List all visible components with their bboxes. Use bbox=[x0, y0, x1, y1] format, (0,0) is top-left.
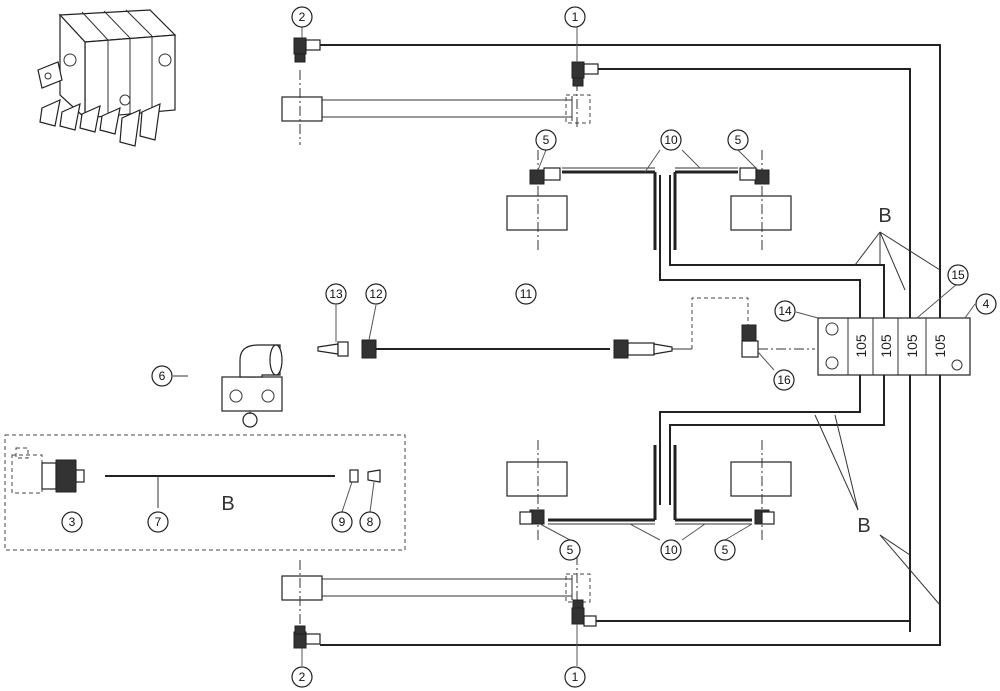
callout-14: 14 bbox=[774, 300, 796, 322]
callout-1-top: 1 bbox=[564, 6, 586, 28]
svg-text:10: 10 bbox=[664, 543, 678, 557]
lower-left-cylinder-block bbox=[506, 440, 657, 540]
callout-12: 12 bbox=[365, 283, 387, 305]
svg-text:13: 13 bbox=[329, 287, 343, 301]
fitting-2-bottom bbox=[293, 625, 321, 649]
callout-10-lower: 10 bbox=[660, 539, 682, 561]
callout-1-bottom: 1 bbox=[564, 666, 586, 688]
callout-11: 11 bbox=[515, 283, 537, 305]
hose-label-b-bottom: B bbox=[857, 515, 870, 537]
svg-text:7: 7 bbox=[155, 515, 162, 529]
callout-leaders bbox=[301, 26, 976, 666]
callout-6: 6 bbox=[151, 365, 173, 387]
svg-text:5: 5 bbox=[722, 543, 729, 557]
callout-5-lower-left: 5 bbox=[559, 539, 581, 561]
svg-text:2: 2 bbox=[299, 670, 306, 684]
callout-7: 7 bbox=[147, 511, 169, 533]
svg-text:1: 1 bbox=[572, 670, 579, 684]
b-label-leaders: B B bbox=[814, 205, 941, 606]
upper-left-cylinder-block bbox=[506, 150, 657, 250]
upper-right-cylinder-block bbox=[673, 150, 792, 250]
fitting-2-top bbox=[293, 37, 321, 63]
callout-15: 15 bbox=[947, 264, 969, 286]
valve-section-label-3: 105 bbox=[904, 334, 920, 358]
valve-section-label-2: 105 bbox=[878, 334, 894, 358]
center-hose-assembly bbox=[317, 297, 815, 359]
callout-2-bottom: 2 bbox=[291, 666, 313, 688]
hose-routing bbox=[320, 44, 941, 646]
svg-text:8: 8 bbox=[367, 515, 374, 529]
hose-kit-label: B bbox=[221, 493, 234, 515]
svg-text:4: 4 bbox=[983, 297, 990, 311]
svg-text:2: 2 bbox=[299, 10, 306, 24]
callout-4: 4 bbox=[975, 293, 997, 315]
svg-text:5: 5 bbox=[567, 543, 574, 557]
attachment-sketch bbox=[37, 9, 177, 147]
callout-13: 13 bbox=[325, 283, 347, 305]
hose-kit-box: B bbox=[4, 434, 406, 551]
valve-bank: 105 105 105 105 bbox=[817, 317, 971, 376]
callout-16: 16 bbox=[773, 369, 795, 391]
callout-5-upper-left: 5 bbox=[535, 129, 557, 151]
callout-2-top: 2 bbox=[291, 6, 313, 28]
top-cylinder bbox=[281, 45, 591, 145]
fitting-1-top bbox=[571, 61, 599, 87]
svg-text:5: 5 bbox=[735, 133, 742, 147]
svg-text:14: 14 bbox=[778, 304, 792, 318]
svg-text:16: 16 bbox=[777, 373, 791, 387]
lower-right-cylinder-block bbox=[673, 440, 792, 540]
svg-text:9: 9 bbox=[339, 515, 346, 529]
svg-text:15: 15 bbox=[951, 268, 965, 282]
callout-3: 3 bbox=[61, 511, 83, 533]
valve-section-label-4: 105 bbox=[932, 334, 948, 358]
valve-section-label-1: 105 bbox=[853, 334, 869, 358]
svg-text:11: 11 bbox=[520, 287, 533, 301]
svg-text:3: 3 bbox=[69, 515, 76, 529]
svg-text:12: 12 bbox=[369, 287, 383, 301]
svg-text:6: 6 bbox=[159, 369, 166, 383]
hose-label-b-top: B bbox=[878, 205, 891, 227]
callout-10-upper: 10 bbox=[660, 129, 682, 151]
callout-9: 9 bbox=[331, 511, 353, 533]
callout-8: 8 bbox=[359, 511, 381, 533]
fitting-1-bottom bbox=[571, 599, 597, 627]
svg-text:10: 10 bbox=[664, 133, 678, 147]
svg-text:1: 1 bbox=[572, 10, 579, 24]
callout-5-lower-right: 5 bbox=[714, 539, 736, 561]
part-6-elbow-block bbox=[173, 344, 283, 428]
svg-text:5: 5 bbox=[543, 133, 550, 147]
callout-5-upper-right: 5 bbox=[727, 129, 749, 151]
bottom-cylinder bbox=[281, 555, 591, 630]
